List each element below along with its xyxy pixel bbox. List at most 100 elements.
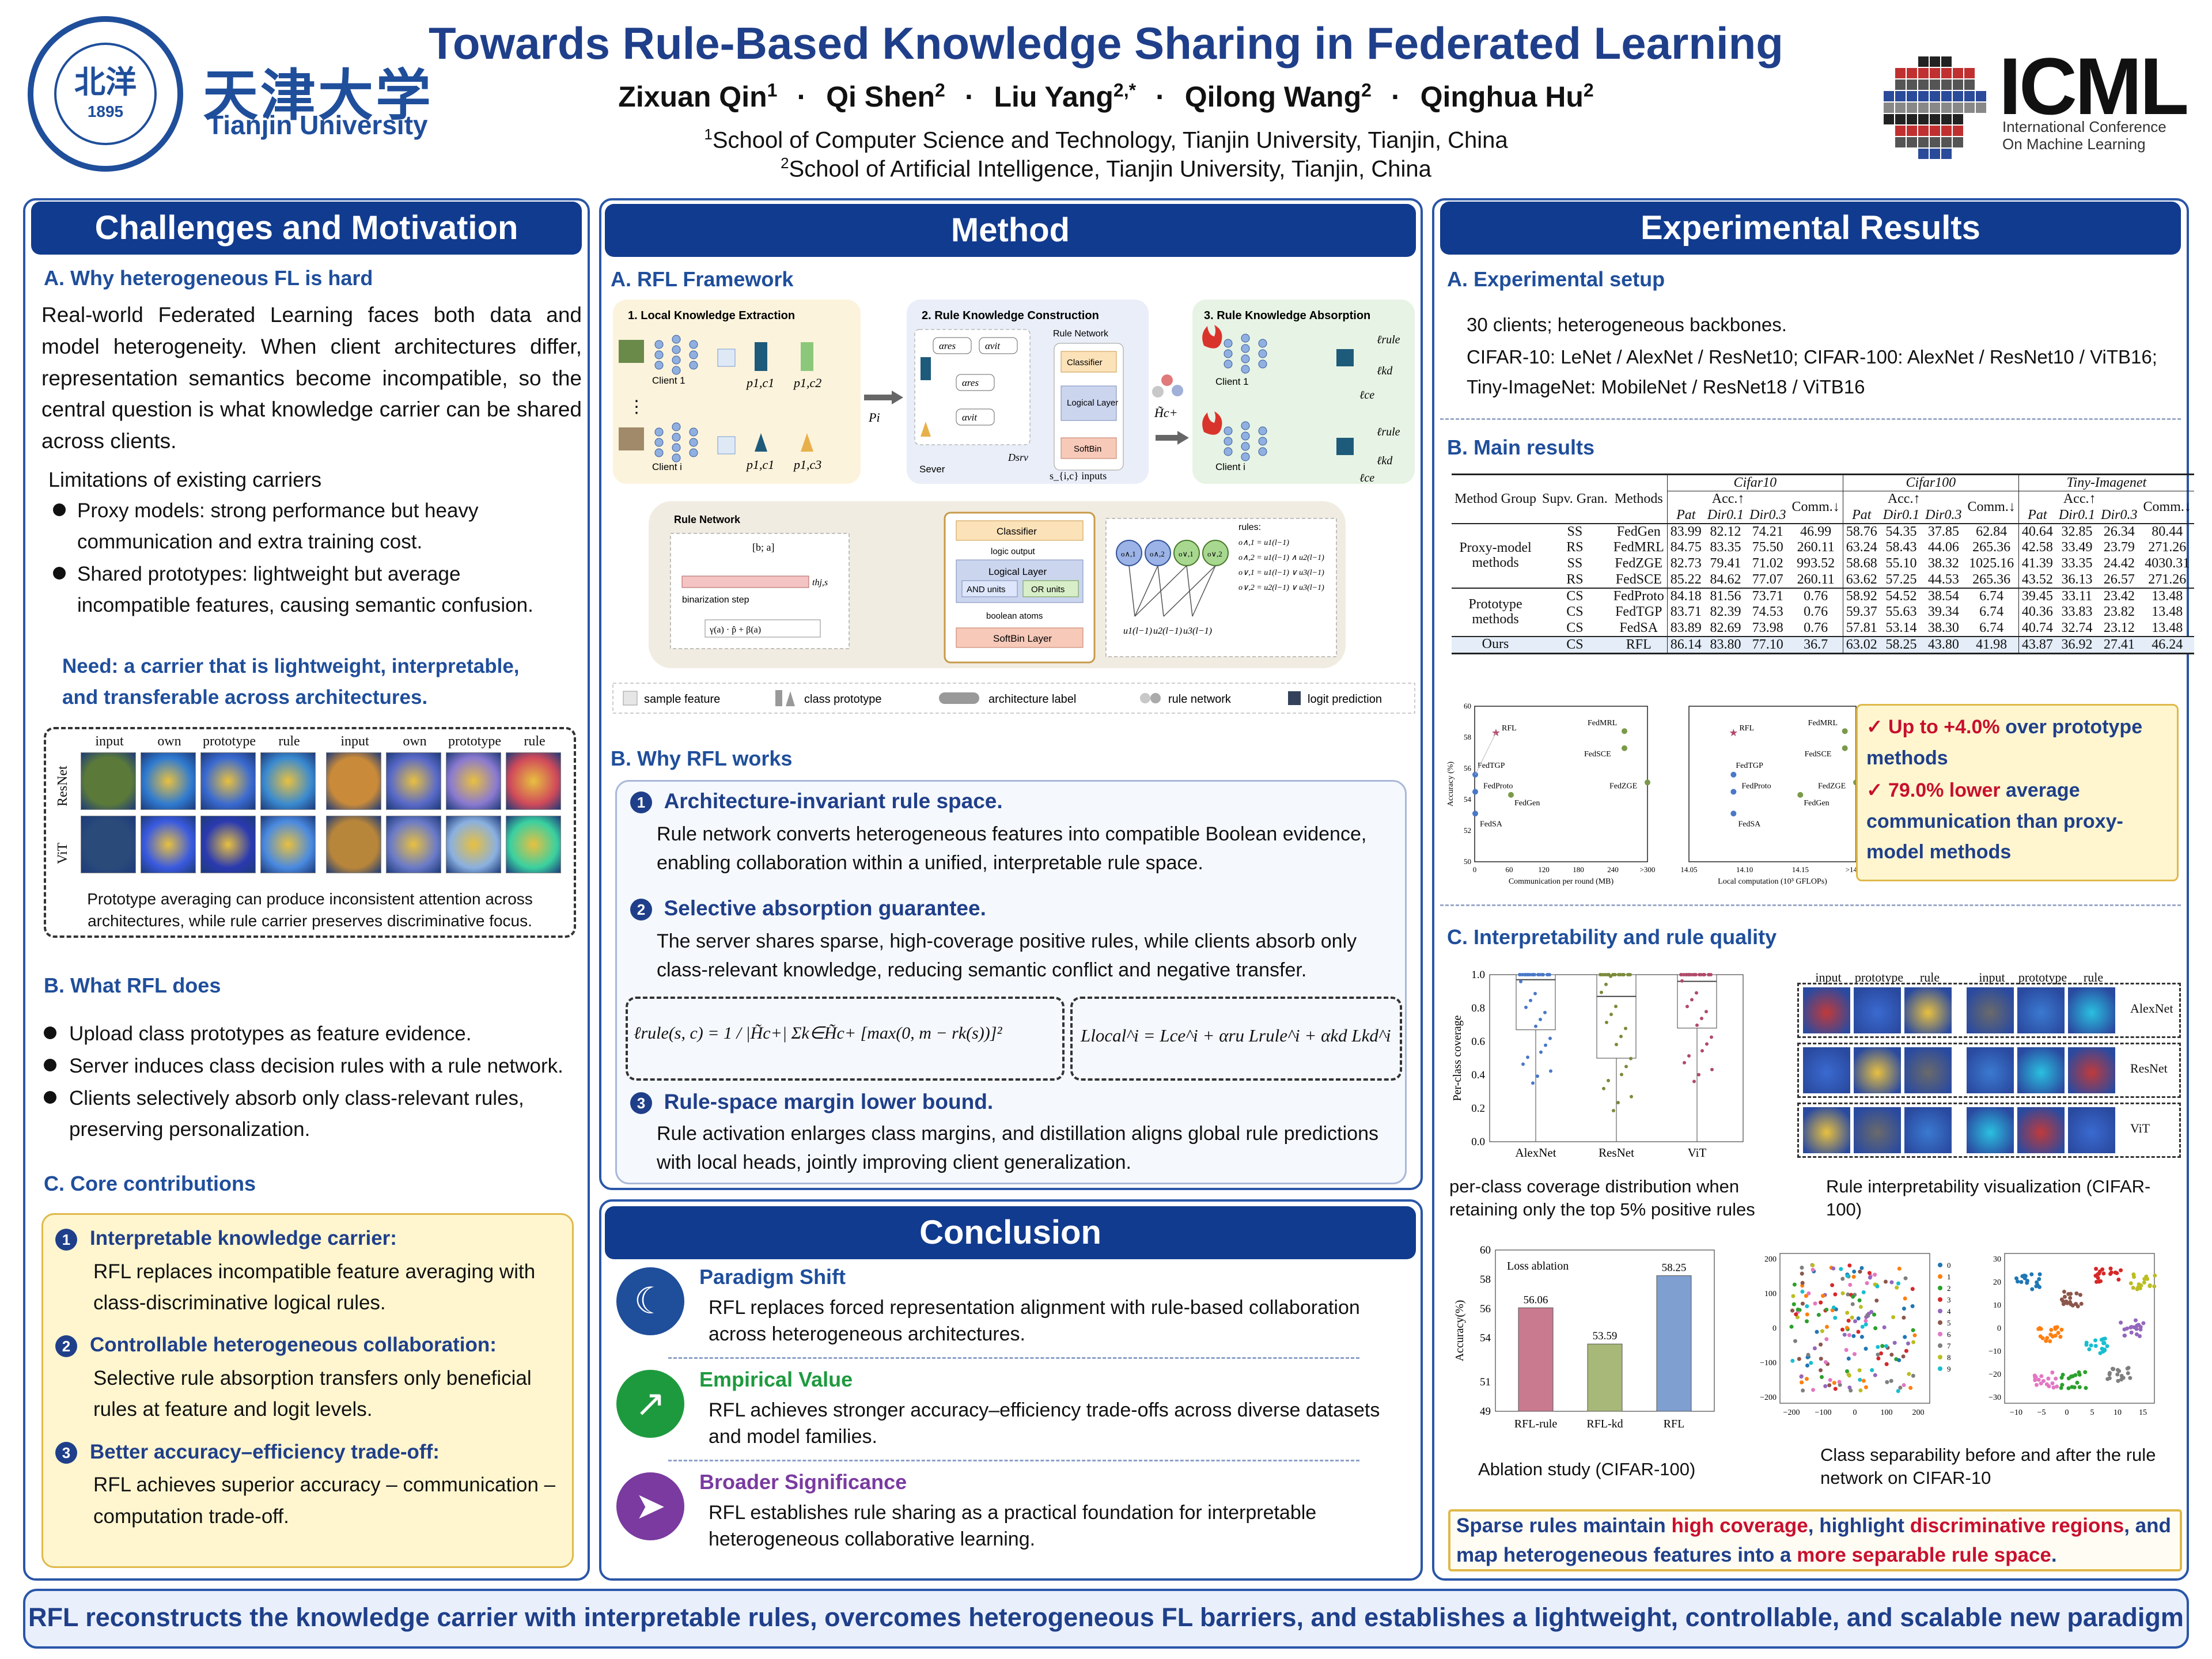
data-point xyxy=(1609,1013,1613,1017)
tsne-point xyxy=(2044,1339,2048,1343)
table-cell: 13.48 xyxy=(2152,604,2183,619)
heading-what-rfl-does: B. What RFL does xyxy=(44,974,221,997)
tsne-point xyxy=(2075,1380,2080,1385)
tsne-point xyxy=(1820,1329,1824,1334)
icml-pixel xyxy=(1953,126,1963,136)
affiliation-1: 1School of Computer Science and Technolo… xyxy=(704,126,1508,153)
icml-pixel xyxy=(1907,79,1917,90)
x-tick-label: 0 xyxy=(2065,1408,2069,1417)
icml-pixel xyxy=(1941,68,1952,78)
data-point xyxy=(1705,1010,1708,1014)
limits-title: Limitations of existing carriers xyxy=(48,468,322,491)
table-cell: SS xyxy=(1567,556,1583,571)
table-cell: 63.62 xyxy=(1843,571,1880,589)
why-hard-text: Real-world Federated Learning faces both… xyxy=(41,303,582,453)
table-header-cell: Methods xyxy=(1610,474,1668,524)
coverage-caption: per-class coverage distribution when ret… xyxy=(1449,1176,1755,1220)
tsne-point xyxy=(1806,1353,1810,1357)
visualization-caption: Rule interpretability visualization (CIF… xyxy=(1826,1176,2151,1220)
tsne-point xyxy=(1902,1383,1906,1388)
y-tick-label: 0.6 xyxy=(1471,1036,1485,1048)
table-cell: 1025.16 xyxy=(1964,555,2019,572)
icml-pixel xyxy=(1907,126,1917,136)
icml-pixel xyxy=(1941,103,1952,113)
tsne-point xyxy=(2138,1327,2143,1332)
table-cell: 0.76 xyxy=(1789,620,1843,637)
neuron xyxy=(672,443,681,452)
university-name-en: Tianjin University xyxy=(207,110,428,140)
table-cell: 0.76 xyxy=(1789,604,1843,620)
legend-label: 5 xyxy=(1947,1319,1951,1327)
data-point xyxy=(1605,1020,1608,1024)
architecture-label-icon xyxy=(939,692,979,704)
x-axis-label: Local computation (10³ GFLOPs) xyxy=(1718,877,1827,886)
tsne-point xyxy=(2059,1327,2064,1332)
table-group-cell: Ours xyxy=(1452,636,1539,654)
tsne-point xyxy=(2058,1335,2063,1339)
client1-network-icon xyxy=(654,335,698,375)
scatter-point xyxy=(1508,791,1514,798)
tsne-point xyxy=(1897,1266,1902,1271)
icml-pixel xyxy=(1895,68,1906,78)
banner-method: Method xyxy=(605,204,1416,257)
tsne-point xyxy=(2025,1278,2030,1283)
heading-rfl-framework: A. RFL Framework xyxy=(611,267,794,291)
p-label: p1,c3 xyxy=(793,457,821,472)
table-cell: CS xyxy=(1566,604,1584,619)
table-cell: RS xyxy=(1539,571,1611,589)
tsne-point xyxy=(2129,1330,2134,1335)
data-point xyxy=(1604,982,1608,986)
table-header-cell: Dir0.3 xyxy=(1747,507,1789,524)
author-name: Liu Yang2,* xyxy=(994,79,1137,113)
table-cell: 81.56 xyxy=(1710,588,1741,604)
tsne-point xyxy=(1805,1312,1809,1317)
y-tick-label: −10 xyxy=(1988,1347,2001,1356)
tsne-point xyxy=(2084,1386,2088,1391)
tsne-point xyxy=(1833,1316,1838,1320)
tsne-point xyxy=(2097,1269,2102,1274)
tsne-point xyxy=(1870,1368,1874,1372)
icml-pixel xyxy=(1941,91,1952,101)
data-point xyxy=(1617,973,1620,976)
divider xyxy=(1440,418,2181,420)
attention-column-header: prototype xyxy=(203,734,256,749)
arch-label: αres xyxy=(962,377,979,388)
or-units-label: OR units xyxy=(1031,585,1065,594)
data-point xyxy=(1539,1017,1542,1021)
feature-map-icon xyxy=(717,349,736,367)
tsne-point xyxy=(2117,1369,2122,1373)
tsne-point xyxy=(1830,1283,1835,1287)
table-cell: 79.41 xyxy=(1710,556,1741,571)
x-tick-label: RFL-kd xyxy=(1586,1418,1623,1430)
tsne-point xyxy=(1851,1334,1856,1338)
scatter-point xyxy=(1797,791,1804,798)
attention-column-header: prototype xyxy=(448,734,501,749)
visualization-map xyxy=(1967,1047,2014,1093)
author-separator: · xyxy=(1156,80,1165,113)
point-label: FedSA xyxy=(1738,820,1761,828)
tsne-point xyxy=(2115,1271,2119,1275)
icml-pixel xyxy=(1930,114,1940,124)
neuron xyxy=(689,427,698,437)
unit-label: u3(l−1) xyxy=(1183,626,1212,636)
prototype-bar-icon xyxy=(921,357,931,380)
y-tick-label: 0.8 xyxy=(1471,1002,1485,1014)
tsne-point xyxy=(1838,1382,1842,1387)
x-tick-label: 180 xyxy=(1573,865,1584,874)
table-cell: 39.34 xyxy=(1927,604,1959,619)
attention-figure-caption: Prototype averaging can produce inconsis… xyxy=(87,890,533,930)
number-badge: 3 xyxy=(55,1442,77,1464)
tsne-point xyxy=(2048,1339,2052,1343)
scatter-point-star: ★ xyxy=(1729,727,1738,738)
visualization-column-header: rule xyxy=(1919,970,1940,984)
client1-image xyxy=(619,340,644,363)
attention-map xyxy=(326,816,381,873)
tsne-point xyxy=(1840,1277,1845,1281)
tsne-point xyxy=(2107,1376,2112,1380)
unit-label: u2(l−1) xyxy=(1153,626,1182,636)
icml-pixel xyxy=(1930,149,1940,159)
table-cell: CS xyxy=(1539,636,1611,654)
ellipsis-icon: ⋮ xyxy=(628,397,645,416)
tsne-point xyxy=(1858,1270,1862,1274)
